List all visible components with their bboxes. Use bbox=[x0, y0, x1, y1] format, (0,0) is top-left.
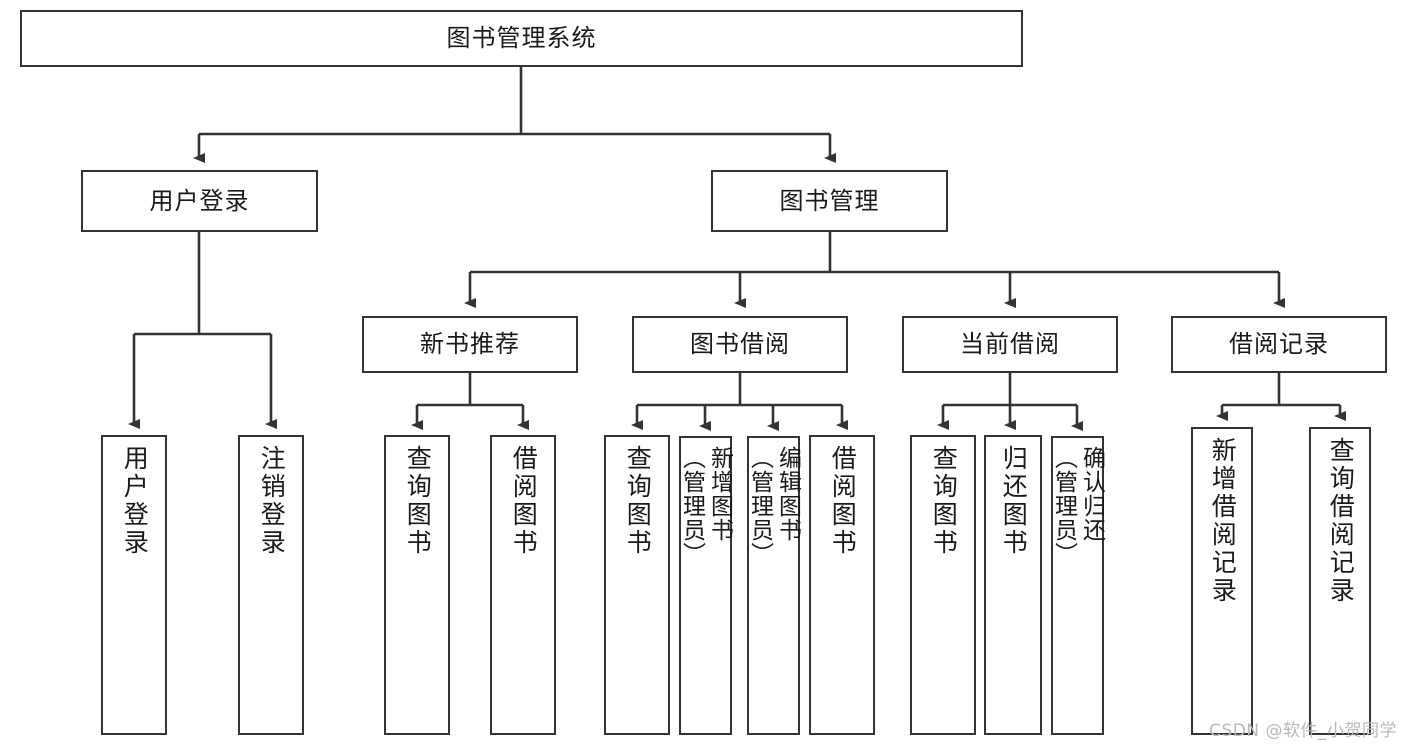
leaf-record-query[interactable]: 查询借阅记录 bbox=[1309, 427, 1371, 735]
leaf-book-borrow-edit[interactable]: 编辑图书 （管理员） bbox=[746, 436, 801, 735]
leaf-new-book-borrow[interactable]: 借阅图书 bbox=[490, 435, 556, 735]
node-label: 用户登录 bbox=[149, 186, 250, 215]
node-book-management[interactable]: 图书管理 bbox=[711, 170, 948, 232]
leaf-current-borrow-query[interactable]: 查询图书 bbox=[910, 435, 976, 735]
node-label: 新书推荐 bbox=[420, 330, 520, 359]
node-label: 注销登录 bbox=[257, 445, 287, 557]
node-label: 借阅图书 bbox=[828, 445, 858, 557]
node-label: 编辑图书 （管理员） bbox=[746, 446, 801, 566]
node-label: 查询图书 bbox=[623, 445, 653, 557]
leaf-new-book-query[interactable]: 查询图书 bbox=[384, 435, 450, 735]
node-label: 查询图书 bbox=[403, 445, 433, 557]
node-label: 图书管理系统 bbox=[446, 24, 597, 53]
leaf-current-borrow-confirm[interactable]: 确认归还 （管理员） bbox=[1050, 436, 1105, 735]
leaf-current-borrow-return[interactable]: 归还图书 bbox=[984, 435, 1042, 735]
leaf-book-borrow-query[interactable]: 查询图书 bbox=[604, 435, 670, 735]
node-label: 新增借阅记录 bbox=[1208, 437, 1238, 605]
node-label: 确认归还 （管理员） bbox=[1050, 446, 1105, 566]
node-root-system[interactable]: 图书管理系统 bbox=[20, 10, 1023, 67]
leaf-record-add[interactable]: 新增借阅记录 bbox=[1191, 427, 1253, 735]
node-current-borrow[interactable]: 当前借阅 bbox=[902, 316, 1118, 373]
node-user-login[interactable]: 用户登录 bbox=[81, 170, 318, 232]
node-label: 新增图书 （管理员） bbox=[678, 446, 733, 566]
node-label: 归还图书 bbox=[999, 445, 1029, 557]
node-label: 查询借阅记录 bbox=[1326, 437, 1356, 605]
node-label: 借阅记录 bbox=[1229, 330, 1329, 359]
leaf-user-login-signin[interactable]: 用户登录 bbox=[101, 435, 167, 735]
node-new-book-recommend[interactable]: 新书推荐 bbox=[362, 316, 578, 373]
leaf-book-borrow-lend[interactable]: 借阅图书 bbox=[809, 435, 875, 735]
node-label: 图书管理 bbox=[779, 186, 880, 215]
node-label: 查询图书 bbox=[929, 445, 959, 557]
node-label: 当前借阅 bbox=[960, 330, 1060, 359]
leaf-book-borrow-add[interactable]: 新增图书 （管理员） bbox=[678, 436, 733, 735]
node-label: 借阅图书 bbox=[509, 445, 539, 557]
node-label: 图书借阅 bbox=[690, 330, 790, 359]
node-book-borrow[interactable]: 图书借阅 bbox=[632, 316, 848, 373]
leaf-user-login-signout[interactable]: 注销登录 bbox=[238, 435, 304, 735]
node-label: 用户登录 bbox=[120, 445, 150, 557]
node-borrow-record[interactable]: 借阅记录 bbox=[1171, 316, 1387, 373]
csdn-watermark: CSDN @软件_小贺同学 bbox=[1209, 721, 1397, 741]
